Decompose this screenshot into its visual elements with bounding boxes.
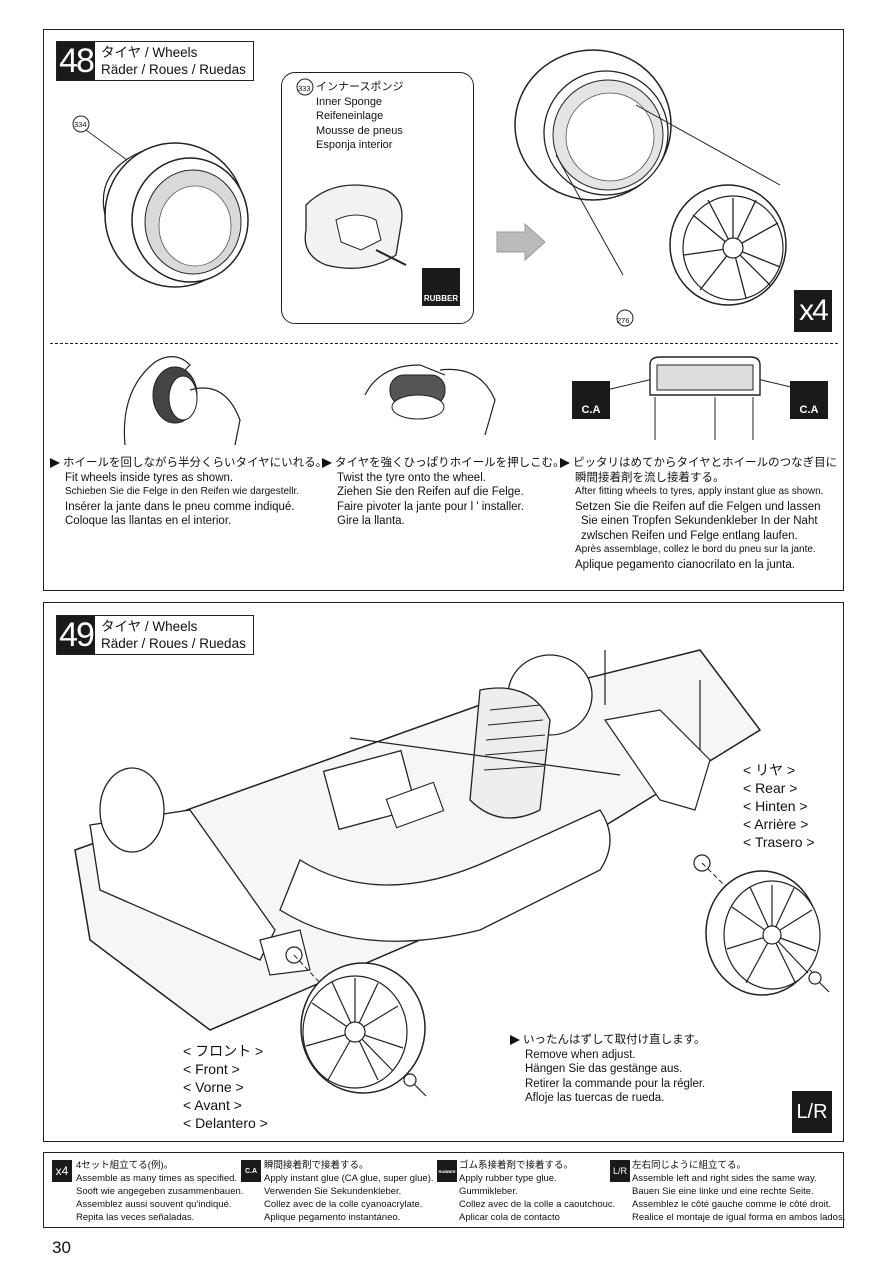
front-label-list: < フロント > < Front > < Vorne > < Avant > <… (183, 1042, 268, 1132)
part-334-callout (72, 115, 128, 161)
instr2-fr: Faire pivoter la jante pour l ' installe… (337, 500, 524, 513)
rear-label-jp: < リヤ > (743, 762, 796, 778)
instr2-jp: タイヤを強くひっぱりホイールを押しこむ。 (335, 457, 565, 469)
instr1-en: Fit wheels inside tyres as shown. (65, 471, 234, 484)
chassis-illustration (74, 649, 821, 1086)
instr3-de1: Setzen Sie die Reifen auf die Felgen und… (575, 500, 821, 513)
x4-badge: x4 (794, 290, 832, 332)
step-49-panel (43, 602, 844, 1142)
legend-x4-icon: x4 (52, 1160, 72, 1182)
legend-panel (43, 1152, 844, 1228)
ca-glue-badge-left: C.A (572, 381, 610, 419)
rubber-badge-label: RUBBER (423, 294, 459, 303)
pointer-arrow-icon (322, 457, 332, 468)
front-label-es: < Delantero > (183, 1115, 268, 1131)
tyre-illustration (102, 142, 249, 288)
adjust-note: いったんはずして取付け直します。 Remove when adjust. Hän… (510, 1033, 706, 1106)
front-wheel-illustration (300, 962, 426, 1094)
instr3-de3: zwlschen Reifen und Felge entlang laufen… (581, 529, 798, 542)
ca-glue-badge-right: C.A (790, 381, 828, 419)
instr1-jp: ホイールを回しながら半分くらいタイヤにいれる。 (63, 457, 328, 469)
page-number: 30 (52, 1238, 71, 1257)
sponge-label-list: インナースポンジ Inner Sponge Reifeneinlage Mous… (316, 80, 403, 153)
part-276-label: 276 (617, 316, 630, 325)
front-label-de: < Vorne > (183, 1079, 244, 1095)
instruction-apply-glue: ピッタリはめてからタイヤとホイールのつなぎ目に 瞬間接着剤を流し接着する。 Af… (560, 456, 837, 572)
front-label-fr: < Avant > (183, 1097, 242, 1113)
instr2-es: Gire la llanta. (337, 515, 405, 527)
pointer-arrow-icon (560, 457, 570, 468)
step-49-header: 49 タイヤ / Wheels Räder / Roues / Ruedas (56, 615, 254, 655)
instr1-de: Schieben Sie die Felge in den Reifen wie… (65, 486, 300, 497)
hands-fit-wheel-illustration (123, 356, 241, 446)
part-334-label: 334 (74, 120, 87, 129)
instruction-fit-wheel: ホイールを回しながら半分くらいタイヤにいれる。 Fit wheels insid… (50, 456, 327, 529)
step-48-number: 48 (57, 42, 95, 80)
rear-label-es: < Trasero > (743, 834, 815, 850)
sponge-label-de: Reifeneinlage (316, 110, 384, 122)
step-48-title-multi: Räder / Roues / Ruedas (101, 62, 246, 77)
front-label-en: < Front > (183, 1061, 240, 1077)
step-49-title-jp: タイヤ / Wheels (101, 619, 198, 634)
lr-badge: L/R (792, 1091, 832, 1133)
front-wheel-nut-icon (403, 1073, 427, 1097)
rear-label-list: < リヤ > < Rear > < Hinten > < Arrière > <… (743, 761, 815, 851)
rear-label-fr: < Arrière > (743, 816, 809, 832)
part-333-circle (296, 78, 314, 96)
sponge-illustration (304, 184, 407, 269)
ca-badge-right-label: C.A (799, 404, 819, 416)
front-label-jp: < フロント > (183, 1043, 264, 1059)
step-48-divider (50, 343, 838, 344)
instr3-de2: Sie einen Tropfen Sekundenkleber In der … (581, 515, 818, 527)
instr3-jp1: ピッタリはめてからタイヤとホイールのつなぎ目に (573, 457, 838, 469)
step-49-title-multi: Räder / Roues / Ruedas (101, 636, 246, 651)
step-49-number: 49 (57, 616, 95, 654)
legend-lr-text: 左右同じように組立てる。 Assemble left and right sid… (632, 1160, 846, 1223)
instr3-fr: Après assemblage, collez le bord du pneu… (575, 544, 816, 555)
rear-wheel-nut-icon (808, 971, 830, 993)
instr1-fr: Insérer la jante dans le pneu comme indi… (65, 500, 295, 513)
tyre-cross-section-illustration (584, 356, 826, 440)
legend-x4-text: 4セット組立てる(例)。 Assemble as many times as s… (76, 1160, 244, 1223)
rear-label-en: < Rear > (743, 780, 798, 796)
adjust-note-es: Afloje las tuercas de rueda. (525, 1092, 665, 1104)
tyre-wheel-assembly-illustration (514, 49, 787, 306)
part-333-label: 333 (298, 84, 311, 93)
instr3-es: Aplique pegamento cianocrilato en la jun… (575, 558, 795, 571)
legend-ca-icon: C.A (241, 1160, 261, 1182)
adjust-note-fr: Retirer la commande pour la régler. (525, 1077, 706, 1090)
legend-rubber-text: ゴム系接着剤で接着する。 Apply rubber type glue. Gum… (459, 1160, 616, 1223)
pointer-arrow-icon (510, 1034, 520, 1045)
instr1-es: Coloque las llantas en el interior. (65, 515, 232, 527)
part-276-callout (616, 309, 634, 327)
adjust-note-jp: いったんはずして取付け直します。 (523, 1034, 706, 1046)
instr3-jp2: 瞬間接着剤を流し接着する。 (575, 471, 725, 484)
sponge-label-es: Esponja interior (316, 139, 393, 151)
instr3-en: After fitting wheels to tyres, apply ins… (575, 486, 824, 497)
hands-twist-tyre-illustration (364, 364, 496, 436)
adjust-note-de: Hängen Sie das gestänge aus. (525, 1063, 683, 1075)
step-48-title-jp: タイヤ / Wheels (101, 45, 198, 60)
step-48-panel (43, 29, 844, 591)
legend-lr-icon: L/R (610, 1160, 630, 1182)
sponge-label-en: Inner Sponge (316, 95, 383, 108)
adjust-note-en: Remove when adjust. (525, 1048, 636, 1061)
right-arrow-icon (496, 222, 546, 262)
legend-ca-text: 瞬間接着剤で接着する。 Apply instant glue (CA glue,… (264, 1160, 434, 1223)
sponge-label-fr: Mousse de pneus (316, 124, 403, 137)
rear-label-de: < Hinten > (743, 798, 808, 814)
pointer-arrow-icon (50, 457, 60, 468)
instruction-twist-tyre: タイヤを強くひっぱりホイールを押しこむ。 Twist the tyre onto… (322, 456, 565, 529)
rear-wheel-illustration (705, 870, 821, 996)
instr2-de: Ziehen Sie den Reifen auf die Felge. (337, 486, 524, 498)
sponge-label-jp: インナースポンジ (316, 81, 404, 93)
step-48-header: 48 タイヤ / Wheels Räder / Roues / Ruedas (56, 41, 254, 81)
legend-rubber-icon: RUBBER (437, 1160, 457, 1182)
instr2-en: Twist the tyre onto the wheel. (337, 471, 486, 484)
rubber-glue-badge: RUBBER (422, 268, 460, 306)
ca-badge-left-label: C.A (581, 404, 601, 416)
